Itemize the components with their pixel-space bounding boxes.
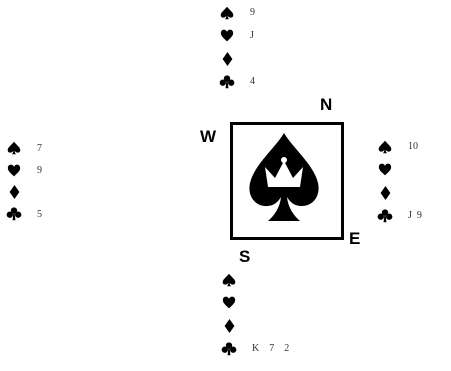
- compass-east-label: E: [349, 230, 360, 247]
- south-clubs-row: K 7 2: [220, 337, 330, 360]
- north-clubs-cards: 4: [250, 76, 255, 87]
- east-clubs-cards: J 9: [408, 210, 422, 221]
- west-spades-row: 7: [5, 137, 115, 159]
- east-spades-cards: 10: [408, 141, 418, 152]
- spade-icon: [5, 141, 23, 155]
- west-clubs-row: 5: [5, 203, 115, 225]
- east-hand: 10 J 9: [376, 135, 451, 227]
- east-hearts-row: [376, 158, 451, 181]
- north-hearts-cards: J: [250, 30, 254, 41]
- north-clubs-row: 4: [218, 70, 328, 93]
- south-clubs-cards: K 7 2: [252, 343, 289, 354]
- north-spades-cards: 9: [250, 7, 255, 18]
- west-hearts-row: 9: [5, 159, 115, 181]
- diamond-icon: [5, 185, 23, 199]
- west-hearts-cards: 9: [37, 165, 42, 176]
- club-icon: [5, 207, 23, 221]
- club-icon: [218, 75, 236, 89]
- west-spades-cards: 7: [37, 143, 42, 154]
- north-hand: 9 J 4: [218, 1, 328, 93]
- west-hand: 7 9 5: [5, 137, 115, 225]
- north-diamonds-row: [218, 47, 328, 70]
- diamond-icon: [218, 52, 236, 66]
- spade-icon: [220, 273, 238, 287]
- west-diamonds-row: [5, 181, 115, 203]
- north-hearts-row: J: [218, 24, 328, 47]
- club-icon: [220, 342, 238, 356]
- heart-icon: [376, 163, 394, 176]
- crowned-spade-icon: [246, 131, 322, 229]
- diamond-icon: [220, 319, 238, 333]
- compass-west-label: W: [200, 128, 216, 145]
- east-diamonds-row: [376, 181, 451, 204]
- south-hearts-row: [220, 291, 330, 314]
- east-spades-row: 10: [376, 135, 451, 158]
- club-icon: [376, 209, 394, 223]
- heart-icon: [218, 29, 236, 42]
- south-diamonds-row: [220, 314, 330, 337]
- west-clubs-cards: 5: [37, 209, 42, 220]
- spade-icon: [376, 140, 394, 154]
- south-hand: K 7 2: [220, 268, 330, 360]
- compass-south-label: S: [239, 248, 250, 265]
- north-spades-row: 9: [218, 1, 328, 24]
- spade-icon: [218, 6, 236, 20]
- south-spades-row: [220, 268, 330, 291]
- heart-icon: [5, 164, 23, 177]
- compass-north-label: N: [320, 96, 332, 113]
- east-clubs-row: J 9: [376, 204, 451, 227]
- diamond-icon: [376, 186, 394, 200]
- heart-icon: [220, 296, 238, 309]
